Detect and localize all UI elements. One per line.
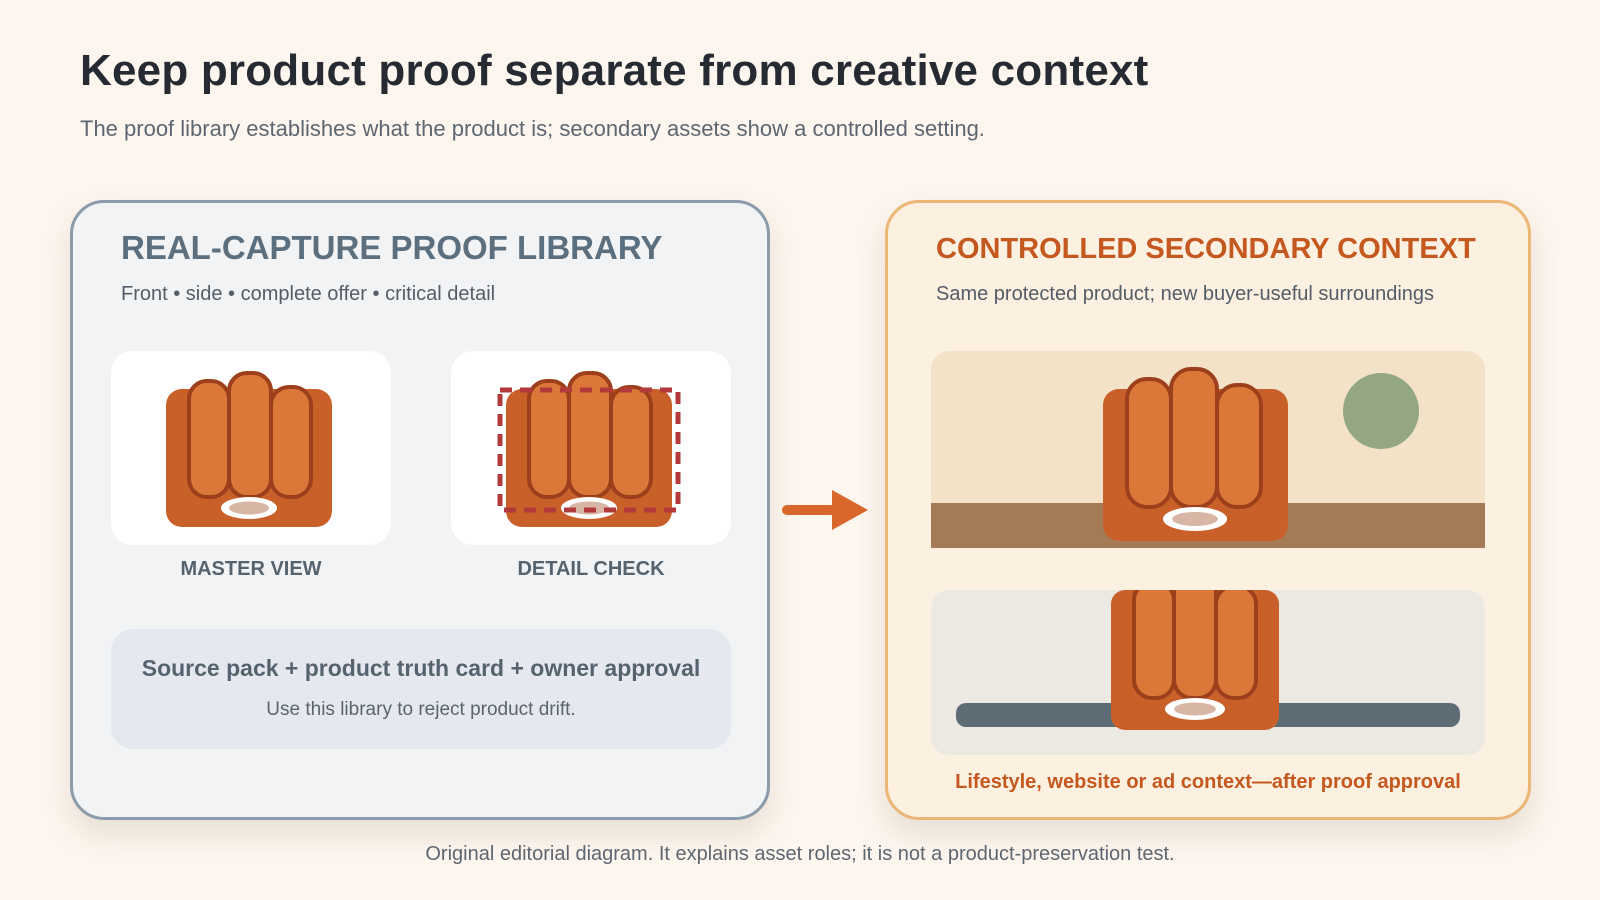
website-scene-illustration (956, 590, 1460, 730)
footer-note: Original editorial diagram. It explains … (425, 843, 1175, 865)
arrow-right-icon (782, 490, 868, 530)
detail-check-label: DETAIL CHECK (517, 558, 665, 580)
master-view-card (111, 351, 391, 545)
product-icon (166, 371, 332, 527)
lifestyle-scene (931, 351, 1485, 548)
secondary-context-title: CONTROLLED SECONDARY CONTEXT (936, 233, 1476, 265)
master-view-label: MASTER VIEW (180, 558, 322, 580)
page-subtitle: The proof library establishes what the p… (80, 116, 985, 141)
secondary-context-note: Lifestyle, website or ad context—after p… (955, 771, 1461, 793)
source-pack-note: Use this library to reject product drift… (266, 699, 576, 720)
source-pack-title: Source pack + product truth card + owner… (141, 655, 701, 681)
source-pack-box: Source pack + product truth card + owner… (111, 629, 731, 749)
product-detail-check-icon (497, 371, 681, 527)
secondary-context-panel: CONTROLLED SECONDARY CONTEXT Same protec… (885, 200, 1531, 820)
lifestyle-scene-illustration (931, 367, 1485, 548)
proof-library-title: REAL-CAPTURE PROOF LIBRARY (121, 229, 663, 266)
sun-icon (1343, 373, 1419, 449)
detail-check-card (451, 351, 731, 545)
proof-library-panel: REAL-CAPTURE PROOF LIBRARY Front • side … (70, 200, 770, 820)
secondary-context-subtitle: Same protected product; new buyer-useful… (936, 283, 1435, 305)
page-title: Keep product proof separate from creativ… (80, 46, 1149, 95)
proof-library-subtitle: Front • side • complete offer • critical… (121, 283, 496, 305)
website-scene (931, 590, 1485, 755)
